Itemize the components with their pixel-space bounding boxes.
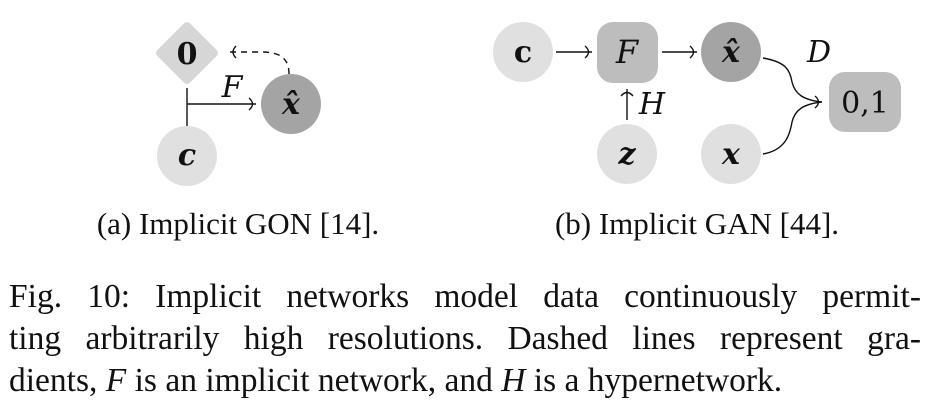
node-b-c	[493, 22, 553, 82]
caption-seg: dients,	[9, 362, 106, 399]
node-b-x	[701, 124, 761, 184]
caption-line-2: ting arbitrarily high resolutions. Dashe…	[9, 318, 921, 360]
diagram-b-caption: (b) Implicit GAN [44].	[555, 206, 839, 241]
diagram-b-implicit-gan: c F x̂ z H x D 0,1 (b) Implicit GAN [44]…	[493, 22, 901, 241]
diagram-a-caption: (a) Implicit GON [14].	[97, 206, 379, 241]
caption-symbol-F: F	[105, 362, 127, 399]
edge-H-label: H	[638, 87, 666, 122]
edge-F-to-xhat-arrowhead	[689, 45, 695, 59]
caption-line-3: dients, F is an implicit network, and H …	[9, 360, 921, 402]
gradient-arrowhead	[232, 45, 237, 59]
edge-c-to-F-arrowhead	[584, 45, 590, 59]
node-c	[157, 126, 217, 186]
discriminator-brace	[762, 57, 823, 155]
node-zero-diamond	[156, 22, 218, 84]
caption-seg: is a hypernetwork.	[525, 362, 783, 399]
node-zero-label: 0	[177, 37, 198, 72]
edge-F-arrowhead	[248, 97, 254, 111]
figure-diagrams: 0 F x̂ c (a) Implicit GON [14]. c F x̂	[97, 22, 901, 241]
node-c-label: c	[178, 138, 196, 173]
edge-z-to-F-arrowhead	[620, 91, 634, 97]
edge-F-label: F	[221, 70, 244, 105]
caption-seg: is an implicit network, and	[126, 362, 502, 399]
node-b-c-label: c	[514, 35, 532, 70]
diagram-a-implicit-gon: 0 F x̂ c (a) Implicit GON [14].	[97, 22, 379, 241]
node-b-out-label: 0,1	[841, 86, 889, 121]
caption-line-1: Fig. 10: Implicit networks model data co…	[9, 276, 921, 318]
node-b-xhat	[701, 22, 761, 82]
caption-symbol-H: H	[501, 362, 526, 399]
node-b-z-label: z	[617, 137, 636, 172]
node-b-F-label: F	[615, 33, 640, 71]
caption-seg: ting arbitrarily high resolutions. Dashe…	[9, 320, 921, 357]
node-b-z	[597, 124, 657, 184]
discriminator-arrowhead	[814, 95, 820, 109]
node-b-xhat-label: x̂	[721, 35, 741, 70]
gradient-dashed-arrow	[228, 51, 290, 75]
caption-seg: Fig. 10: Implicit networks model data co…	[9, 278, 921, 315]
edge-D-label: D	[806, 35, 831, 70]
node-b-F	[597, 22, 658, 83]
node-b-x-label: x	[721, 137, 741, 172]
figure-caption: Fig. 10: Implicit networks model data co…	[9, 276, 921, 402]
node-b-out	[829, 72, 901, 132]
node-xhat	[261, 74, 321, 134]
node-xhat-label: x̂	[281, 87, 301, 122]
